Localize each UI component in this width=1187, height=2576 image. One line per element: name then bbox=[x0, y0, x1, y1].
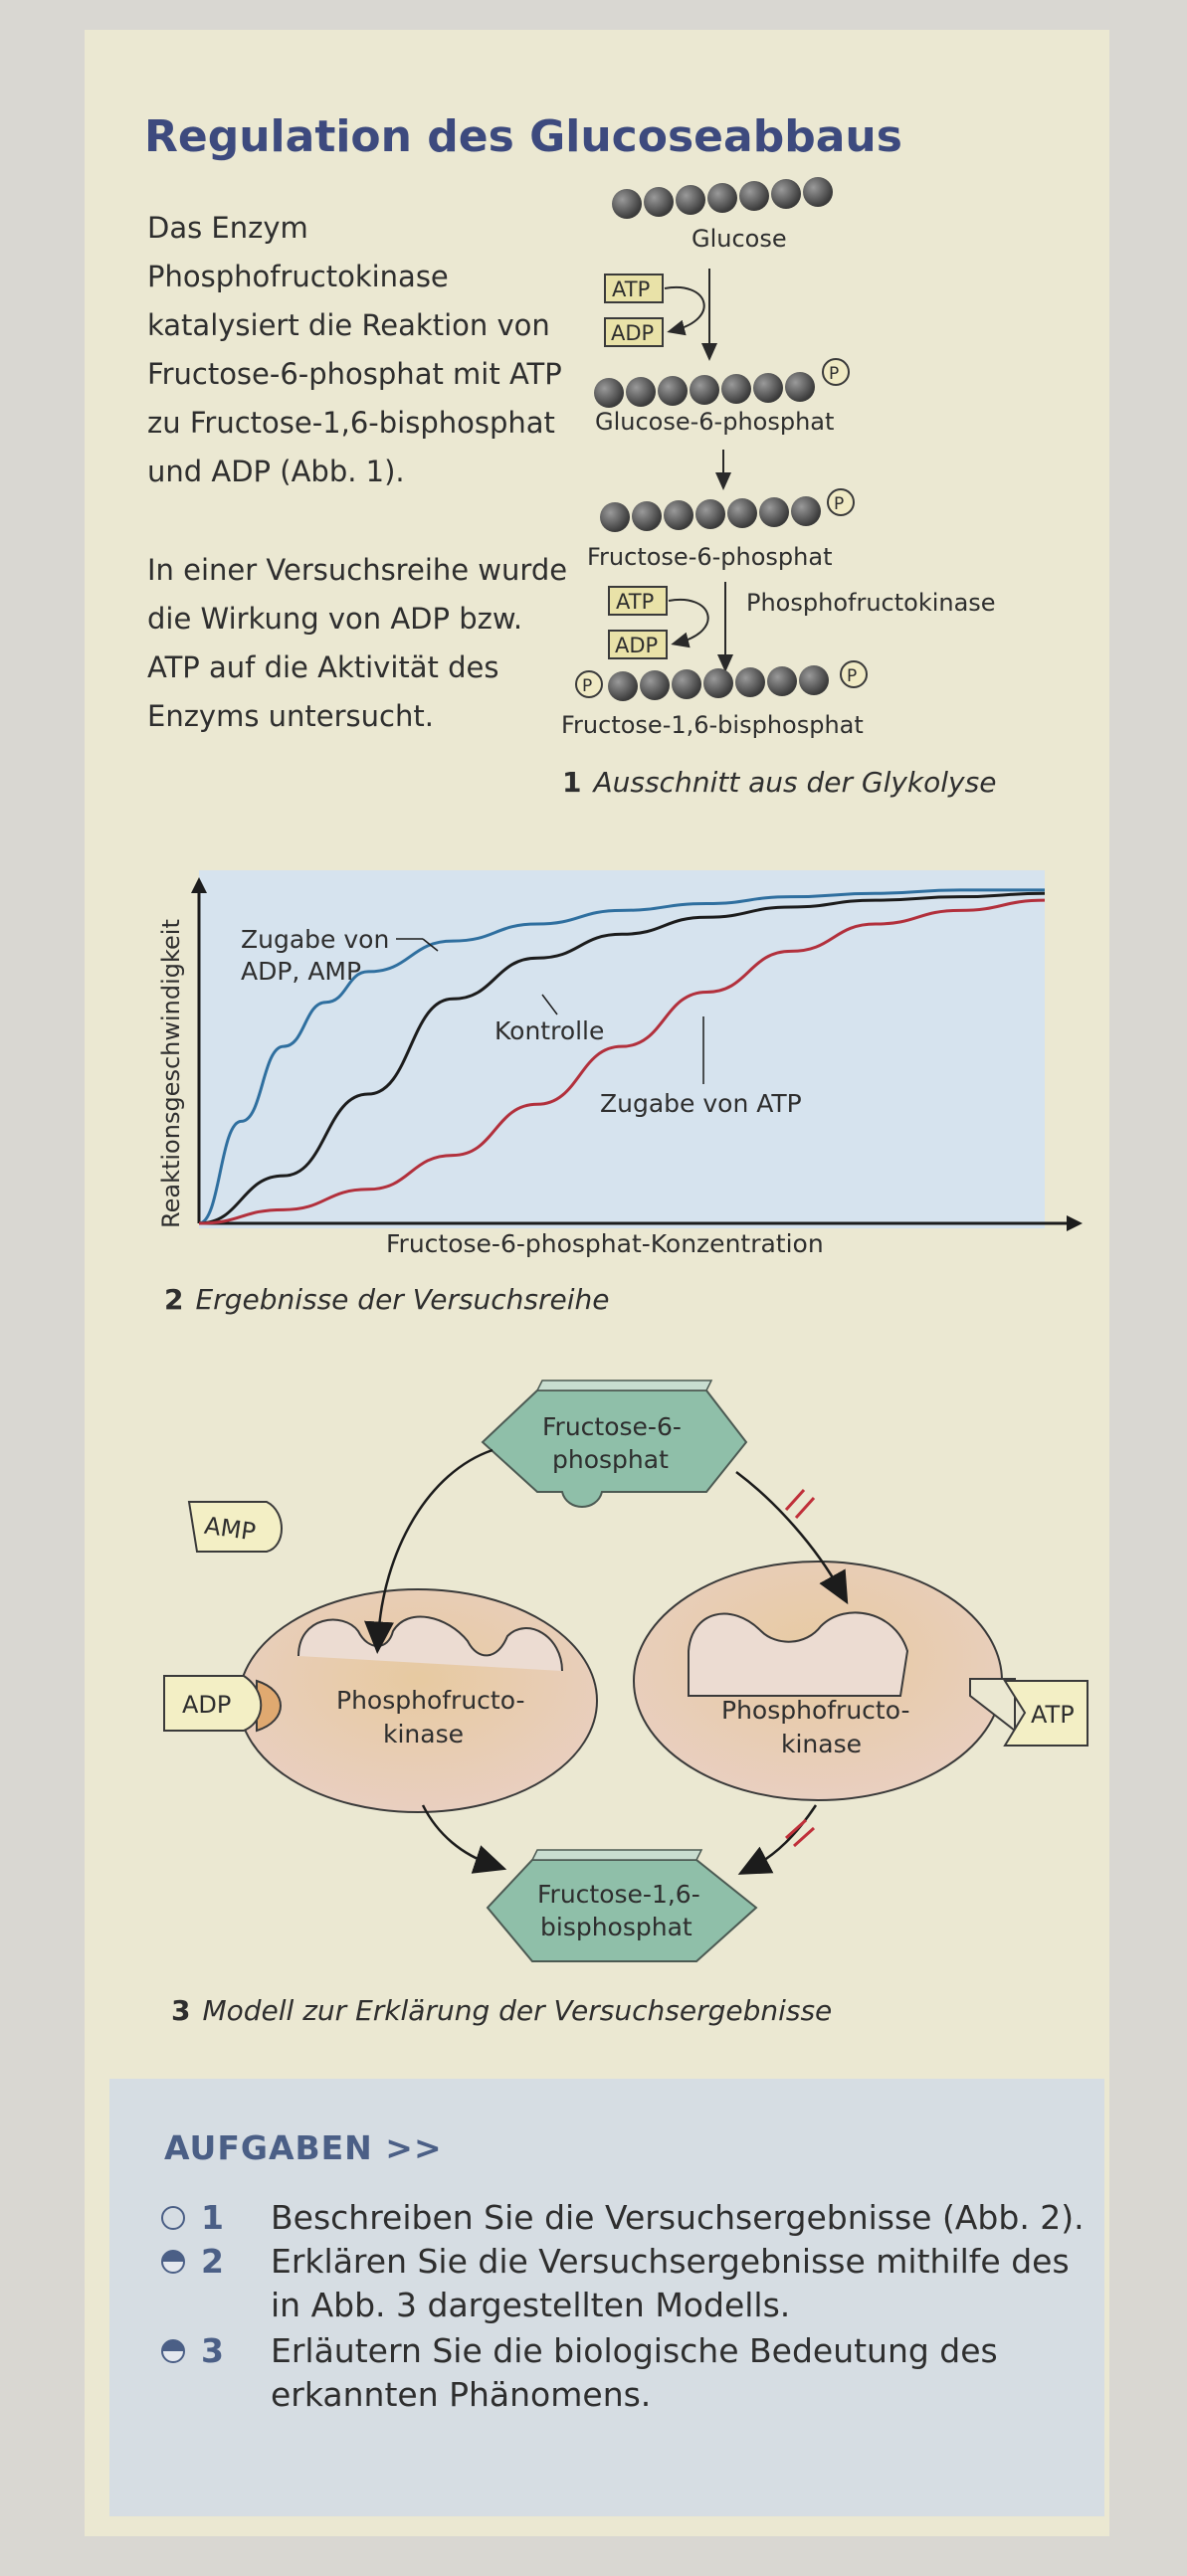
page-title: Regulation des Glucoseabbaus bbox=[144, 111, 902, 162]
exercise-text: Erläutern Sie die biologische Bedeutung … bbox=[271, 2331, 998, 2414]
x-axis-label: Fructose-6-phosphat-Konzentration bbox=[386, 1229, 824, 1258]
block-mark-1b bbox=[794, 1496, 816, 1520]
atp-label: ATP bbox=[1031, 1701, 1075, 1729]
amp-effector bbox=[187, 1501, 283, 1553]
series-line-2 bbox=[198, 898, 1046, 1225]
label-glucose: Glucose bbox=[692, 225, 787, 253]
figure-3-caption: 3 Modell zur Erklärung der Versuchsergebn… bbox=[171, 1994, 832, 2027]
y-axis-arrowhead bbox=[191, 877, 207, 893]
phosphofructokinase-inhibited bbox=[633, 1561, 1016, 1801]
phosphofructokinase-active bbox=[238, 1588, 598, 1813]
exercise-text: Beschreiben Sie die Versuchsergebnisse (… bbox=[271, 2198, 1085, 2237]
difficulty-icon-medium bbox=[161, 2339, 185, 2363]
chart-series-layer bbox=[198, 888, 1046, 1225]
difficulty-icon-medium bbox=[161, 2250, 185, 2274]
exercises-box: AUFGABEN >> 1 Beschreiben Sie die Versuc… bbox=[109, 2079, 1104, 2516]
enzyme-label-right-line-2: kinase bbox=[781, 1730, 862, 1758]
adp-label-2: ADP bbox=[615, 634, 658, 657]
exercise-2: 2 Erklären Sie die Versuchsergebnisse mi… bbox=[161, 2240, 1106, 2329]
arrow-substrate-binding-inhibited bbox=[735, 1471, 849, 1605]
atp-adp-arrow-1 bbox=[664, 285, 705, 336]
leader-line-adp-amp-2 bbox=[422, 938, 439, 952]
fructose-1-6-bisphosphate-molecule bbox=[575, 660, 868, 701]
atp-label-1: ATP bbox=[612, 277, 650, 301]
x-axis-arrowhead bbox=[1067, 1215, 1083, 1231]
series-label-atp: Zugabe von ATP bbox=[600, 1089, 802, 1118]
phosphate-p-f16bp-right: P bbox=[847, 666, 857, 686]
figure-2-chart: Reaktionsgeschwindigkeit Fructose-6-phos… bbox=[157, 870, 1083, 1258]
intro-paragraph-2: In einer Versuchsreihe wurde die Wirkung… bbox=[147, 553, 568, 733]
intro-paragraph-1: Das Enzym Phosphofructokinase katalysier… bbox=[147, 211, 562, 488]
glucose-molecule bbox=[612, 177, 833, 219]
figure-1-caption-text: Ausschnitt aus der Glykolyse bbox=[593, 766, 997, 799]
figure-3-caption-text: Modell zur Erklärung der Versuchsergebni… bbox=[202, 1994, 833, 2027]
series-label-kontrolle: Kontrolle bbox=[495, 1016, 604, 1045]
arrow-product-inhibited bbox=[737, 1804, 818, 1875]
phosphate-p-f6p: P bbox=[834, 494, 844, 514]
figure-2-number: 2 bbox=[164, 1283, 184, 1316]
block-mark-2b bbox=[792, 1826, 816, 1848]
series-line-1 bbox=[198, 891, 1046, 1225]
arrow-substrate-binding-active bbox=[364, 1448, 494, 1654]
figure-2-caption-text: Ergebnisse der Versuchsreihe bbox=[195, 1283, 610, 1316]
phosphate-p-g6p: P bbox=[829, 364, 839, 384]
atp-label-2: ATP bbox=[616, 590, 654, 614]
label-fructose-1-6-bisphosphate: Fructose-1,6-bisphosphat bbox=[561, 711, 864, 739]
adp-box-2 bbox=[608, 630, 668, 659]
series-line-0 bbox=[198, 888, 1045, 1225]
atp-box-1 bbox=[604, 274, 664, 303]
series-label-adp-amp-line-1: Zugabe von bbox=[241, 925, 389, 954]
exercise-1: 1 Beschreiben Sie die Versuchsergebnisse… bbox=[161, 2196, 1106, 2240]
enzyme-label-right-line-1: Phosphofructo- bbox=[721, 1696, 910, 1725]
exercise-number: 2 bbox=[201, 2242, 224, 2281]
f6p-label-line-2: phosphat bbox=[552, 1445, 669, 1474]
y-axis-label: Reaktionsgeschwindigkeit bbox=[157, 919, 185, 1228]
intro-text: Das Enzym Phosphofructokinase katalysier… bbox=[147, 204, 575, 791]
figure-1-number: 1 bbox=[562, 766, 582, 799]
phosphate-p-f16bp-left: P bbox=[582, 676, 592, 696]
exercise-number: 1 bbox=[201, 2198, 224, 2237]
series-label-adp-amp-line-2: ADP, AMP bbox=[241, 957, 361, 986]
f16bp-label-line-1: Fructose-1,6- bbox=[537, 1880, 700, 1909]
figure-3-number: 3 bbox=[171, 1994, 191, 2027]
exercise-number: 3 bbox=[201, 2331, 224, 2370]
f6p-label-line-1: Fructose-6- bbox=[542, 1412, 682, 1441]
fructose-6-phosphate-substrate bbox=[481, 1380, 748, 1508]
figure-3-model: Fructose-6- phosphat AMP Phosphofructo- … bbox=[163, 1380, 1088, 1962]
atp-box-2 bbox=[608, 586, 668, 616]
difficulty-icon-easy bbox=[161, 2206, 185, 2230]
glucose-6-phosphate-molecule bbox=[594, 358, 850, 408]
arrow-product-active bbox=[421, 1804, 507, 1874]
adp-box-1 bbox=[604, 317, 664, 347]
fructose-6-phosphate-molecule bbox=[600, 488, 855, 532]
exercises-heading: AUFGABEN >> bbox=[164, 2128, 443, 2167]
label-glucose-6-phosphate: Glucose-6-phosphat bbox=[595, 408, 834, 436]
adp-label: ADP bbox=[182, 1691, 231, 1719]
exercise-text: Erklären Sie die Versuchsergebnisse mith… bbox=[271, 2242, 1070, 2324]
enzyme-label-left-line-1: Phosphofructo- bbox=[336, 1686, 525, 1715]
leader-line-kontrolle bbox=[541, 994, 558, 1015]
block-mark-2a bbox=[784, 1818, 808, 1840]
atp-effector bbox=[1003, 1680, 1088, 1747]
figure-1-caption: 1 Ausschnitt aus der Glykolyse bbox=[562, 766, 996, 799]
adp-effector bbox=[163, 1675, 263, 1732]
figure-1-glycolysis: Glucose ATP ADP P Glucose-6-phosphat P F… bbox=[561, 177, 996, 739]
exercise-3: 3 Erläutern Sie die biologische Bedeutun… bbox=[161, 2329, 1106, 2419]
atp-adp-arrow-2 bbox=[668, 598, 709, 648]
label-fructose-6-phosphate: Fructose-6-phosphat bbox=[587, 543, 832, 571]
chart-plot-area bbox=[199, 870, 1045, 1228]
enzyme-label-left-line-2: kinase bbox=[383, 1720, 464, 1748]
block-mark-1a bbox=[784, 1488, 806, 1512]
adp-label-1: ADP bbox=[611, 321, 654, 345]
label-phosphofructokinase: Phosphofructokinase bbox=[746, 589, 996, 617]
f16bp-label-line-2: bisphosphat bbox=[540, 1913, 692, 1941]
figure-2-caption: 2 Ergebnisse der Versuchsreihe bbox=[164, 1283, 610, 1316]
fructose-1-6-bisphosphate-product bbox=[486, 1849, 758, 1962]
